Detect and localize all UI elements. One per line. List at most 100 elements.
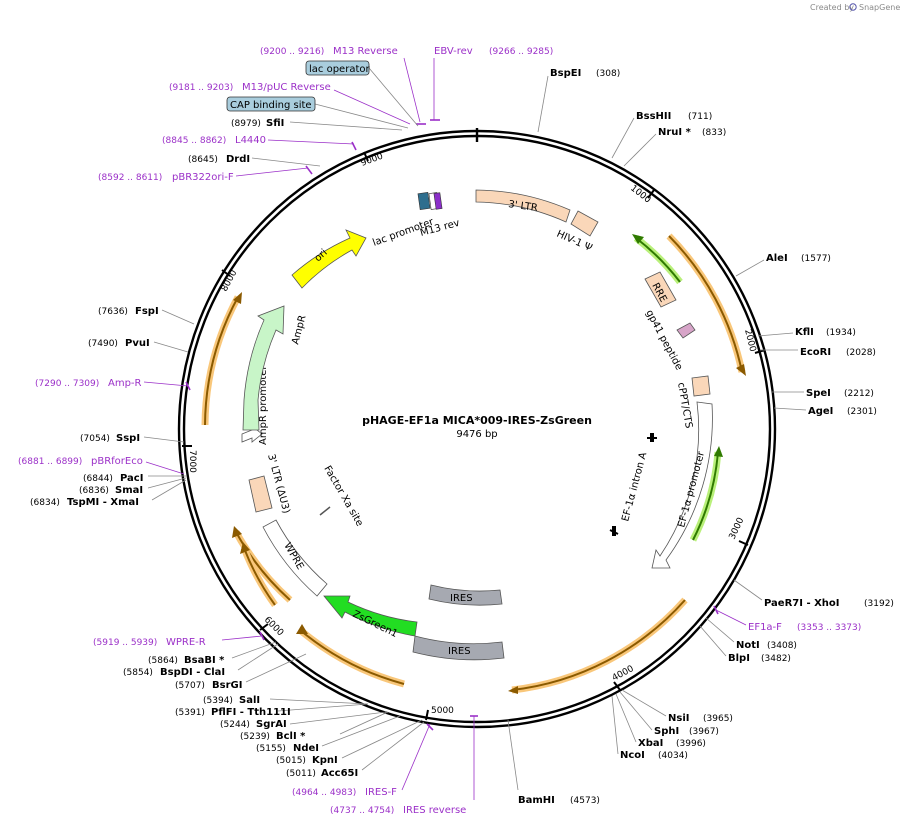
svg-text:PacI: PacI [120,473,143,484]
feature-rre[interactable]: RRE [644,271,677,308]
svg-text:(5854): (5854) [123,668,153,678]
enzyme-ndei[interactable]: (5155) NdeI [256,715,401,754]
feature-lac-promoter[interactable]: lac promoter [371,192,443,249]
enzyme-bsabi[interactable]: (5864) BsaBI * [148,641,277,666]
svg-text:XbaI: XbaI [638,738,663,749]
enzyme-ncoi[interactable]: NcoI (4034) [611,695,688,761]
svg-text:(5864): (5864) [148,656,178,666]
enzyme-ecori[interactable]: EcoRI (2028) [760,347,876,358]
feature-zsgreen1[interactable]: ZsGreen1 [323,595,418,640]
primer-ires-reverse[interactable]: (4737 .. 4754) IRES reverse [330,715,478,816]
svg-text:SfiI: SfiI [266,118,284,129]
feature-gp41-peptide[interactable]: gp41 peptide [643,308,696,372]
enzyme-bamhi[interactable]: BamHI (4573) [507,719,600,806]
feature-ef1a-intron-a[interactable]: EF-1α intron A [609,433,657,536]
svg-text:PvuI: PvuI [125,338,150,349]
box-cap-binding-site[interactable]: CAP binding site [226,96,409,129]
svg-text:BclI *: BclI * [276,731,306,742]
svg-text:(6834): (6834) [30,498,60,508]
feature-ori[interactable]: ori [291,229,367,289]
svg-text:(5391): (5391) [175,708,205,718]
svg-text:(8845 .. 8862): (8845 .. 8862) [162,136,226,146]
svg-text:BssHII: BssHII [636,111,671,122]
svg-text:(6881 .. 6899): (6881 .. 6899) [18,457,82,467]
primer-ef1a-f[interactable]: EF1a-F (3353 .. 3373) [713,605,861,633]
primer-pbr322ori-f[interactable]: (8592 .. 8611) pBR322ori-F [98,165,313,183]
enzyme-pflfi-tth111i[interactable]: (5391) PflFI - Tth111I [175,703,369,718]
tick-6000: 6000 [259,615,285,639]
svg-text:IRES: IRES [448,646,471,657]
enzyme-acc65i[interactable]: (5011) Acc65I [286,721,425,779]
feature-ires-bottom[interactable]: IRES [412,635,505,661]
primer-amp-r[interactable]: (7290 .. 7309) Amp-R [35,378,191,391]
svg-text:(9200 .. 9216): (9200 .. 9216) [260,47,324,57]
primer-wpre-r[interactable]: (5919 .. 5939) WPRE-R [93,631,265,648]
svg-text:(7636): (7636) [98,307,128,317]
green-arc-rre [632,234,683,285]
orf-arc-lower-left-inner [240,542,278,608]
enzyme-nrui[interactable]: NruI * (833) [623,127,726,167]
enzyme-bspei[interactable]: BspEI (308) [537,68,620,133]
enzyme-bsshii[interactable]: BssHII (711) [611,111,712,159]
svg-text:(1934): (1934) [826,328,856,338]
svg-text:(5015): (5015) [276,756,306,766]
enzyme-agei[interactable]: AgeI (2301) [773,406,877,417]
primer-ebv-rev[interactable]: EBV-rev (9266 .. 9285) [430,46,553,121]
primer-pbrforeco[interactable]: (6881 .. 6899) pBRforEco [18,456,185,475]
enzyme-spei[interactable]: SpeI (2212) [772,388,874,399]
svg-text:NdeI: NdeI [293,743,319,754]
svg-text:NruI *: NruI * [658,127,692,138]
enzyme-bspdi-clai[interactable]: (5854) BspDI - ClaI [123,643,279,678]
enzyme-drdi[interactable]: (8645) DrdI [188,154,321,167]
enzyme-bsrgi[interactable]: (5707) BsrGI [175,653,307,691]
svg-text:(5919 .. 5939): (5919 .. 5939) [93,638,157,648]
svg-text:(3967): (3967) [689,727,719,737]
enzyme-sspi[interactable]: (7054) SspI [80,433,185,444]
svg-text:(3192): (3192) [864,599,894,609]
svg-text:TspMI - XmaI: TspMI - XmaI [67,497,139,508]
enzyme-kpni[interactable]: (5015) KpnI [276,719,423,766]
feature-factor-xa-site[interactable]: Factor Xa site [319,464,365,528]
enzyme-smai[interactable]: (6836) SmaI [79,477,187,496]
plasmid-name: pHAGE-EF1a MICA*009-IRES-ZsGreen [362,414,592,427]
svg-text:AgeI: AgeI [808,406,833,417]
feature-3-ltr-du3[interactable]: 3' LTR (ΔU3) [248,453,292,515]
tick-5000: 5000 [425,706,454,721]
primer-l4440[interactable]: (8845 .. 8862) L4440 [162,135,357,151]
svg-text:pBR322ori-F: pBR322ori-F [172,172,234,183]
enzyme-pvui[interactable]: (7490) PvuI [88,338,189,353]
enzyme-sphi[interactable]: SphI (3967) [619,691,719,737]
enzyme-nsii[interactable]: NsiI (3965) [621,689,733,724]
svg-text:AmpR promoter: AmpR promoter [258,365,269,445]
feature-ampr[interactable]: AmpR [242,305,309,431]
enzyme-kfli[interactable]: KflI (1934) [757,327,856,338]
enzyme-alei[interactable]: AleI (1577) [735,253,831,277]
enzyme-paer7i-xhoi[interactable]: PaeR7I - XhoI (3192) [733,579,894,609]
svg-text:NotI: NotI [736,640,760,651]
svg-text:FspI: FspI [135,306,159,317]
primer-m13-puc-reverse[interactable]: (9181 .. 9203) M13/pUC Reverse [169,82,411,125]
feature-ires-top[interactable]: IRES [428,584,503,606]
enzyme-noti[interactable]: NotI (3408) [705,617,797,651]
enzyme-sfii[interactable]: (8979) SfiI [231,118,403,131]
svg-text:(5155): (5155) [256,744,286,754]
svg-text:PaeR7I - XhoI: PaeR7I - XhoI [764,598,840,609]
feature-3-ltr[interactable]: 3' LTR [475,189,571,223]
orf-arc-lower-right [508,597,688,694]
enzyme-sali[interactable]: (5394) SalI [203,695,369,706]
svg-text:DrdI: DrdI [226,154,250,165]
enzyme-fspi[interactable]: (7636) FspI [98,306,195,325]
enzyme-blpi[interactable]: BlpI (3482) [699,625,791,664]
enzyme-xbai[interactable]: XbaI (3996) [615,693,706,749]
primer-m13-reverse[interactable]: (9200 .. 9216) M13 Reverse [260,46,426,125]
svg-text:EF1a-F: EF1a-F [748,622,782,633]
enzyme-sgrai[interactable]: (5244) SgrAI [220,711,387,730]
svg-text:(9266 .. 9285): (9266 .. 9285) [489,47,553,57]
enzyme-bcli[interactable]: (5239) BclI * [240,711,389,742]
enzyme-tspmi-xmai[interactable]: (6834) TspMI - XmaI [30,479,187,508]
primer-ires-f[interactable]: (4964 .. 4983) IRES-F [292,723,434,798]
enzyme-paci[interactable]: (6844) PacI [83,473,186,484]
svg-text:SpeI: SpeI [806,388,831,399]
feature-ef1a-promoter[interactable]: EF-1α promoter [651,401,713,569]
box-lac-operator[interactable]: lac operator [305,60,419,127]
